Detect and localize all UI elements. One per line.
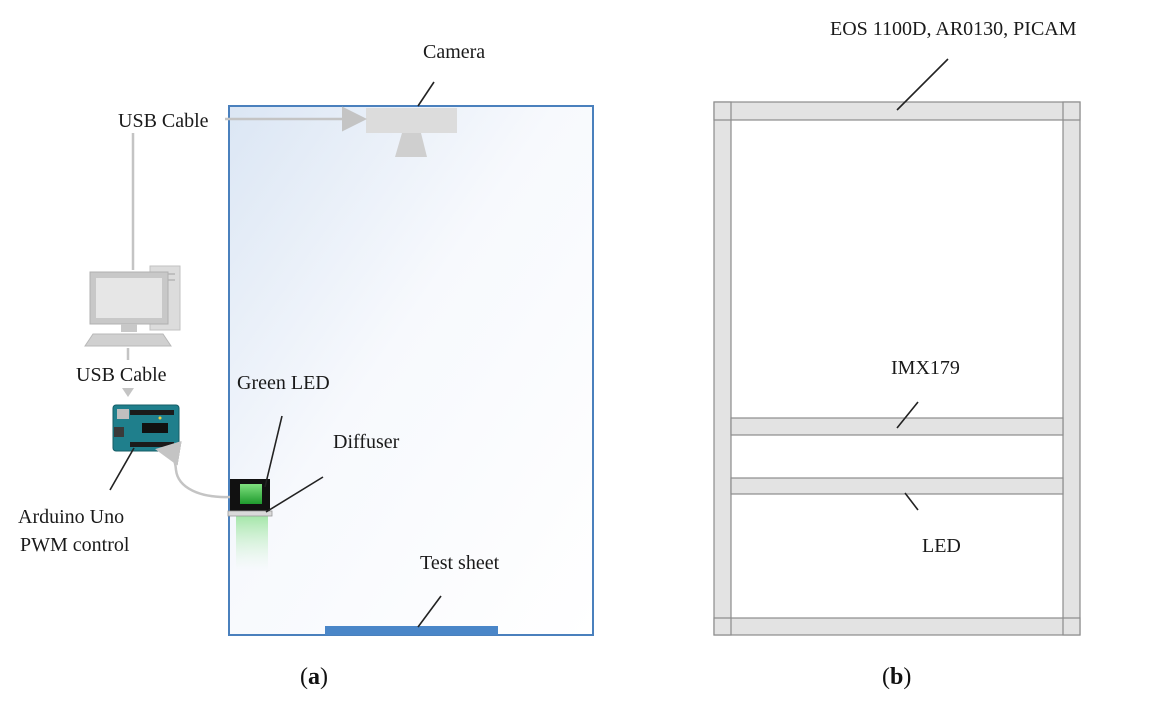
frame-top-bar — [713, 101, 1081, 121]
arduino-label-line1: Arduino Uno — [18, 506, 124, 528]
green-led-label: Green LED — [237, 372, 330, 394]
panel-a: Camera USB Cable USB Cable — [18, 41, 594, 690]
usb-cable-label-bottom: USB Cable — [76, 364, 167, 386]
caption-b: (b) — [882, 664, 911, 690]
arduino-label-line2: PWM control — [20, 534, 130, 556]
diffuser-label: Diffuser — [333, 431, 400, 453]
imx179-pointer-line — [896, 401, 919, 429]
arduino-board-icon — [112, 404, 180, 452]
usb-cable-label-top: USB Cable — [118, 110, 209, 132]
caption-a: (a) — [300, 664, 328, 690]
test-sheet-label: Test sheet — [420, 552, 500, 574]
led-pointer-line — [904, 492, 919, 511]
computer-icon — [84, 265, 181, 347]
enclosure-box — [228, 105, 594, 636]
imx179-label: IMX179 — [891, 357, 960, 379]
top-sensors-label: EOS 1100D, AR0130, PICAM — [830, 18, 1077, 40]
green-led-pointer-line — [264, 415, 283, 488]
diffuser-pointer-line — [265, 476, 324, 513]
frame-bottom-bar — [713, 617, 1081, 636]
arduino-pointer-line — [109, 447, 135, 491]
camera-label: Camera — [423, 41, 485, 63]
led-cable — [155, 440, 231, 499]
panel-b: EOS 1100D, AR0130, PICAM IMX179 LED (b) — [713, 18, 1081, 690]
top-sensors-pointer-line — [896, 58, 949, 111]
led-label: LED — [922, 535, 961, 557]
diffuser-plate — [227, 510, 273, 517]
camera-icon — [366, 108, 457, 157]
frame-right-post — [1062, 101, 1081, 636]
frame-left-post — [713, 101, 732, 636]
camera-pointer-line — [417, 81, 435, 107]
usb-down-arrow — [122, 388, 134, 397]
led-glow — [236, 514, 268, 570]
led-icon — [230, 479, 270, 511]
led-shelf — [730, 477, 1064, 495]
test-sheet-pointer-line — [417, 595, 442, 628]
imx179-shelf — [730, 417, 1064, 436]
test-sheet — [325, 626, 498, 635]
